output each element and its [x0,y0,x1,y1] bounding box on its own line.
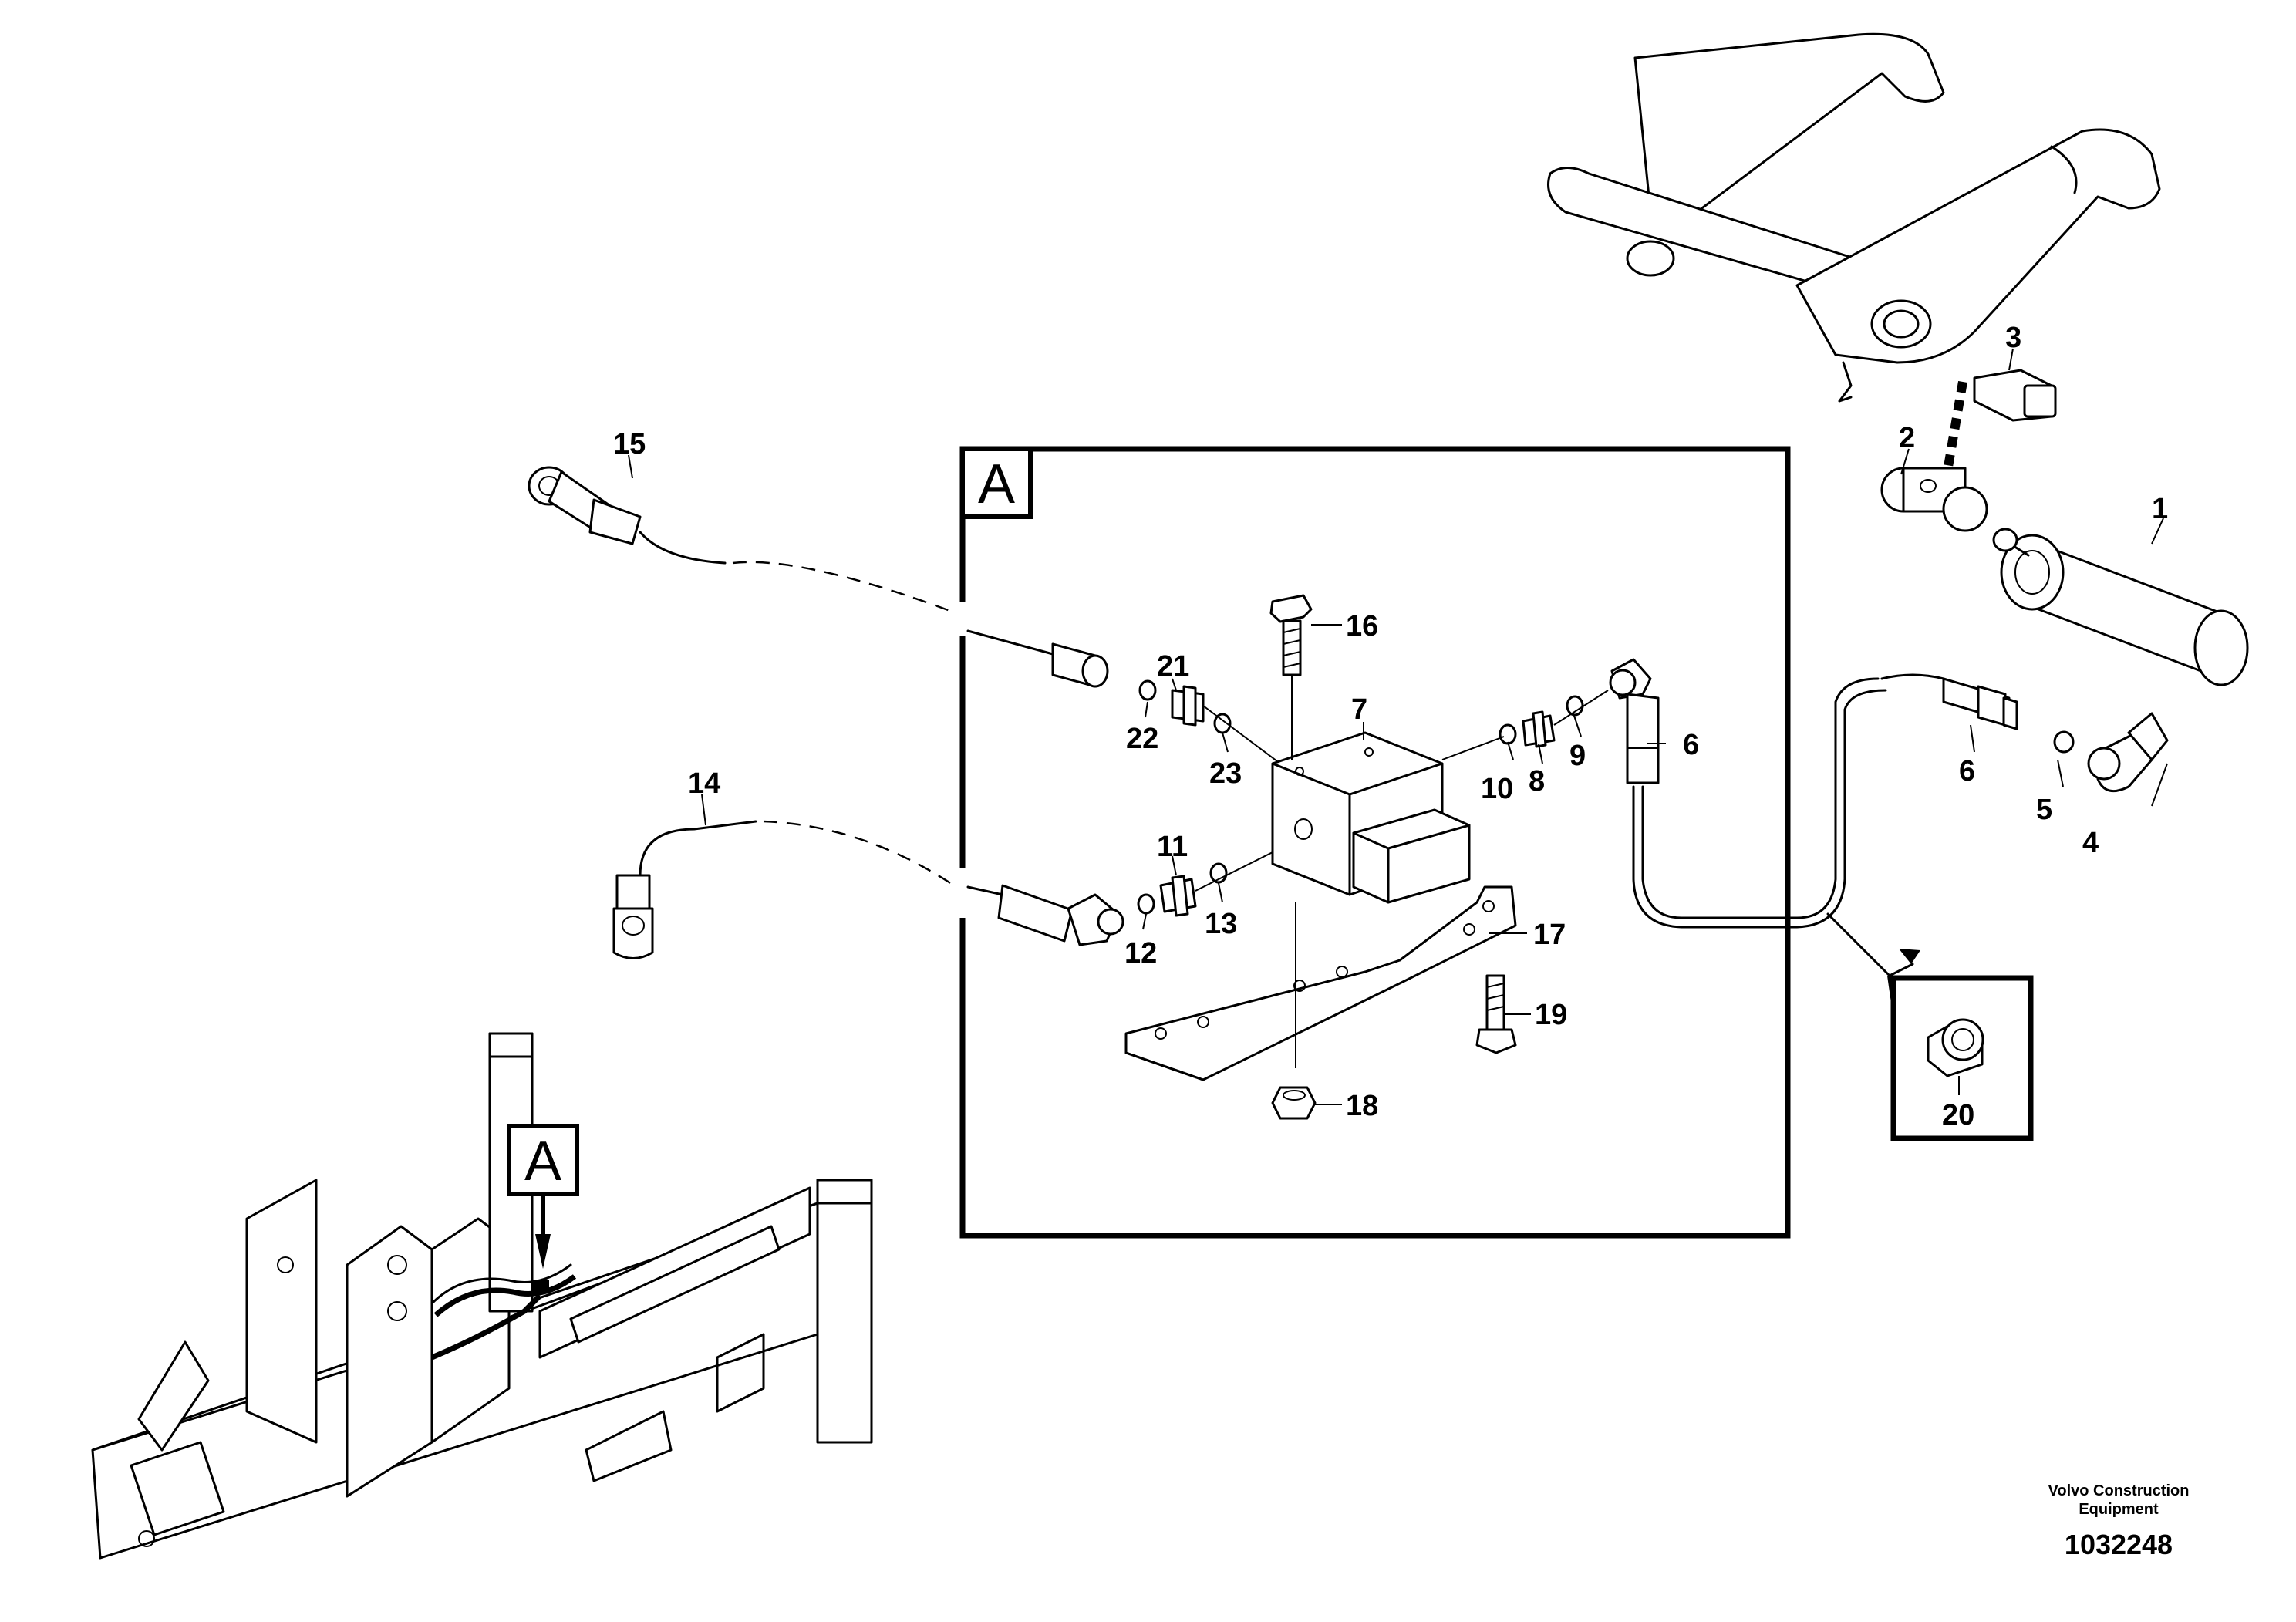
callout-2: 2 [1899,422,1915,454]
callout-6-box: 6 [1683,729,1699,761]
section-a-pointer-label: A [524,1131,561,1192]
credit-line-2: Equipment [2079,1501,2159,1518]
nut-18 [1271,1086,1317,1120]
leader-lines [628,348,2168,1105]
callout-1: 1 [2152,493,2168,525]
callout-20: 20 [1942,1099,1974,1131]
lift-arm-frame [1547,32,2161,403]
callout-5: 5 [2036,794,2052,826]
callout-11: 11 [1157,831,1188,863]
credit-line-1: Volvo Construction [2048,1482,2190,1499]
callout-17: 17 [1533,919,1566,951]
section-a-pointer: A [507,1124,579,1269]
callout-18: 18 [1346,1090,1378,1122]
clamp-20-detail [1826,912,2034,1141]
callout-7: 7 [1351,693,1367,726]
callout-23: 23 [1209,757,1242,790]
callout-14: 14 [688,767,720,800]
bolt-16 [1269,594,1313,760]
callout-8: 8 [1529,765,1545,798]
upper-fitting-chain [966,629,1281,764]
elbow-4-seal-5-hose-6-right [1880,673,2169,793]
callout-16: 16 [1346,610,1378,642]
callout-15: 15 [613,428,646,460]
cylinder-1 [1992,528,2249,686]
valve-block-7 [1271,731,1505,904]
hose-14 [612,820,957,959]
lower-fitting-chain [966,832,1312,946]
callout-13: 13 [1205,908,1237,940]
section-a-label: A [978,454,1015,515]
section-a-label-box [960,447,1033,519]
bracket-17 [1124,885,1517,1081]
callout-3: 3 [2005,322,2021,354]
hose-6-line [1641,677,1880,919]
callout-12: 12 [1124,937,1157,969]
callout-4: 4 [2082,827,2099,859]
callout-9: 9 [1569,740,1586,772]
fitting-2 [1880,467,1988,532]
callout-6-right: 6 [1959,755,1975,787]
bolt-19 [1475,974,1517,1054]
machine-frame [91,1032,873,1560]
figure-number: 1032248 [2064,1529,2173,1560]
section-a-box [959,446,1791,1239]
callout-19: 19 [1535,999,1567,1031]
callout-21: 21 [1157,650,1189,683]
right-fittings-in-a [1499,658,1660,784]
callout-22: 22 [1126,723,1158,755]
hose-15 [528,466,957,615]
callout-10: 10 [1481,773,1513,805]
